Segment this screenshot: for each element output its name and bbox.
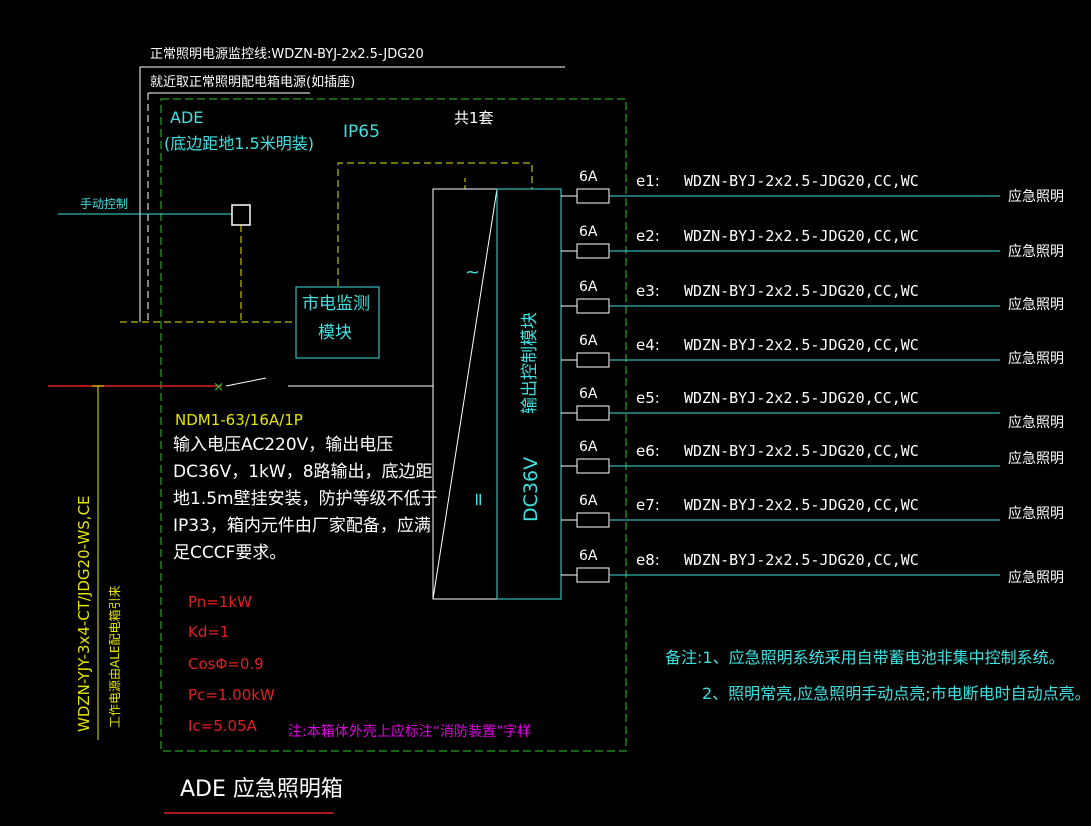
dc-voltage-label: DC36V: [520, 456, 542, 522]
circuit-cable: WDZN-BYJ-2x2.5-JDG20,CC,WC: [684, 336, 919, 354]
circuit-breaker-rating: 6A: [579, 169, 598, 185]
output-control-module-label: 输出控制模块: [520, 312, 540, 414]
dc-symbol: =: [468, 491, 489, 507]
box-border: [160, 98, 627, 752]
circuit-load: 应急照明: [1008, 451, 1064, 467]
circuit-breaker-rating: 6A: [579, 439, 598, 455]
breaker-model-label: NDM1-63/16A/1P: [175, 411, 303, 429]
circuit-cable: WDZN-BYJ-2x2.5-JDG20,CC,WC: [684, 282, 919, 300]
inverter-diagonal: [432, 188, 498, 600]
circuit-load: 应急照明: [1008, 189, 1064, 205]
circuit-id: e7:: [636, 496, 660, 514]
remark-line2: 2、照明常亮,应急照明手动点亮;市电断电时自动点亮。: [702, 684, 1091, 703]
circuit-breaker-rating: 6A: [579, 279, 598, 295]
quantity-label: 共1套: [454, 109, 494, 127]
remark-line1: 备注:1、应急照明系统采用自带蓄电池非集中控制系统。: [665, 648, 1065, 667]
circuit-cable: WDZN-BYJ-2x2.5-JDG20,CC,WC: [684, 172, 919, 190]
calc-pn: Pn=1kW: [188, 593, 252, 611]
circuit-fuse-4: [576, 352, 610, 368]
circuit-breaker-rating: 6A: [579, 333, 598, 349]
output-control-module-box: [496, 188, 562, 600]
circuit-id: e3:: [636, 282, 660, 300]
circuit-breaker-rating: 6A: [579, 224, 598, 240]
circuit-load: 应急照明: [1008, 351, 1064, 367]
box-description: 输入电压AC220V，输出电压DC36V，1kW，8路输出，底边距地1.5m壁挂…: [173, 435, 438, 563]
circuit-load: 应急照明: [1008, 415, 1064, 431]
diagram-title: ADE 应急照明箱: [180, 777, 343, 802]
circuit-fuse-1: [576, 188, 610, 204]
supply-line-label: 正常照明电源监控线:WDZN-BYJ-2x2.5-JDG20: [150, 47, 424, 62]
circuit-fuse-2: [576, 243, 610, 259]
circuit-load: 应急照明: [1008, 506, 1064, 522]
circuit-cable: WDZN-BYJ-2x2.5-JDG20,CC,WC: [684, 496, 919, 514]
monitor-module-box: [295, 286, 380, 359]
circuit-load: 应急照明: [1008, 297, 1064, 313]
monitor-module-line2: 模块: [318, 323, 352, 343]
circuit-breaker-rating: 6A: [579, 493, 598, 509]
circuit-breaker-rating: 6A: [579, 386, 598, 402]
incoming-source-label: 工作电源由ALE配电箱引来: [108, 585, 122, 728]
circuit-cable: WDZN-BYJ-2x2.5-JDG20,CC,WC: [684, 551, 919, 569]
manual-control-label: 手动控制: [80, 197, 129, 211]
circuit-id: e5:: [636, 389, 660, 407]
circuit-cable: WDZN-BYJ-2x2.5-JDG20,CC,WC: [684, 389, 919, 407]
box-note: 注:本箱体外壳上应标注“消防装置”字样: [288, 724, 532, 740]
circuit-id: e4:: [636, 336, 660, 354]
circuit-cable: WDZN-BYJ-2x2.5-JDG20,CC,WC: [684, 227, 919, 245]
supply-note-label: 就近取正常照明配电箱电源(如插座): [150, 75, 356, 90]
incoming-cable-label: WDZN-YJY-3x4-CT/JDG20-WS,CE: [75, 495, 93, 732]
box-mount-note: (底边距地1.5米明装): [164, 134, 314, 153]
circuit-cable: WDZN-BYJ-2x2.5-JDG20,CC,WC: [684, 442, 919, 460]
calc-kd: Kd=1: [188, 623, 230, 641]
output-circuits: [561, 188, 1000, 583]
ac-symbol: ~: [465, 262, 481, 283]
circuit-fuse-8: [576, 567, 610, 583]
box-name-label: ADE: [170, 108, 204, 127]
circuit-fuse-6: [576, 458, 610, 474]
circuit-fuse-5: [576, 405, 610, 421]
circuit-id: e2:: [636, 227, 660, 245]
manual-switch-box: [231, 204, 251, 226]
calc-cos: CosΦ=0.9: [188, 655, 264, 673]
circuit-breaker-rating: 6A: [579, 548, 598, 564]
ip-rating-label: IP65: [343, 122, 380, 142]
circuit-fuse-7: [576, 512, 610, 528]
circuit-id: e1:: [636, 172, 660, 190]
calc-pc: Pc=1.00kW: [188, 686, 275, 704]
circuit-load: 应急照明: [1008, 570, 1064, 586]
circuit-load: 应急照明: [1008, 244, 1064, 260]
circuit-fuse-3: [576, 298, 610, 314]
monitor-module-line1: 市电监测: [302, 294, 370, 314]
control-wire-to-module: [337, 162, 533, 286]
circuit-id: e6:: [636, 442, 660, 460]
breaker-contact: [225, 377, 267, 387]
calc-ic: Ic=5.05A: [188, 717, 257, 735]
breaker-x-mark: ×: [213, 380, 224, 395]
circuit-id: e8:: [636, 551, 660, 569]
